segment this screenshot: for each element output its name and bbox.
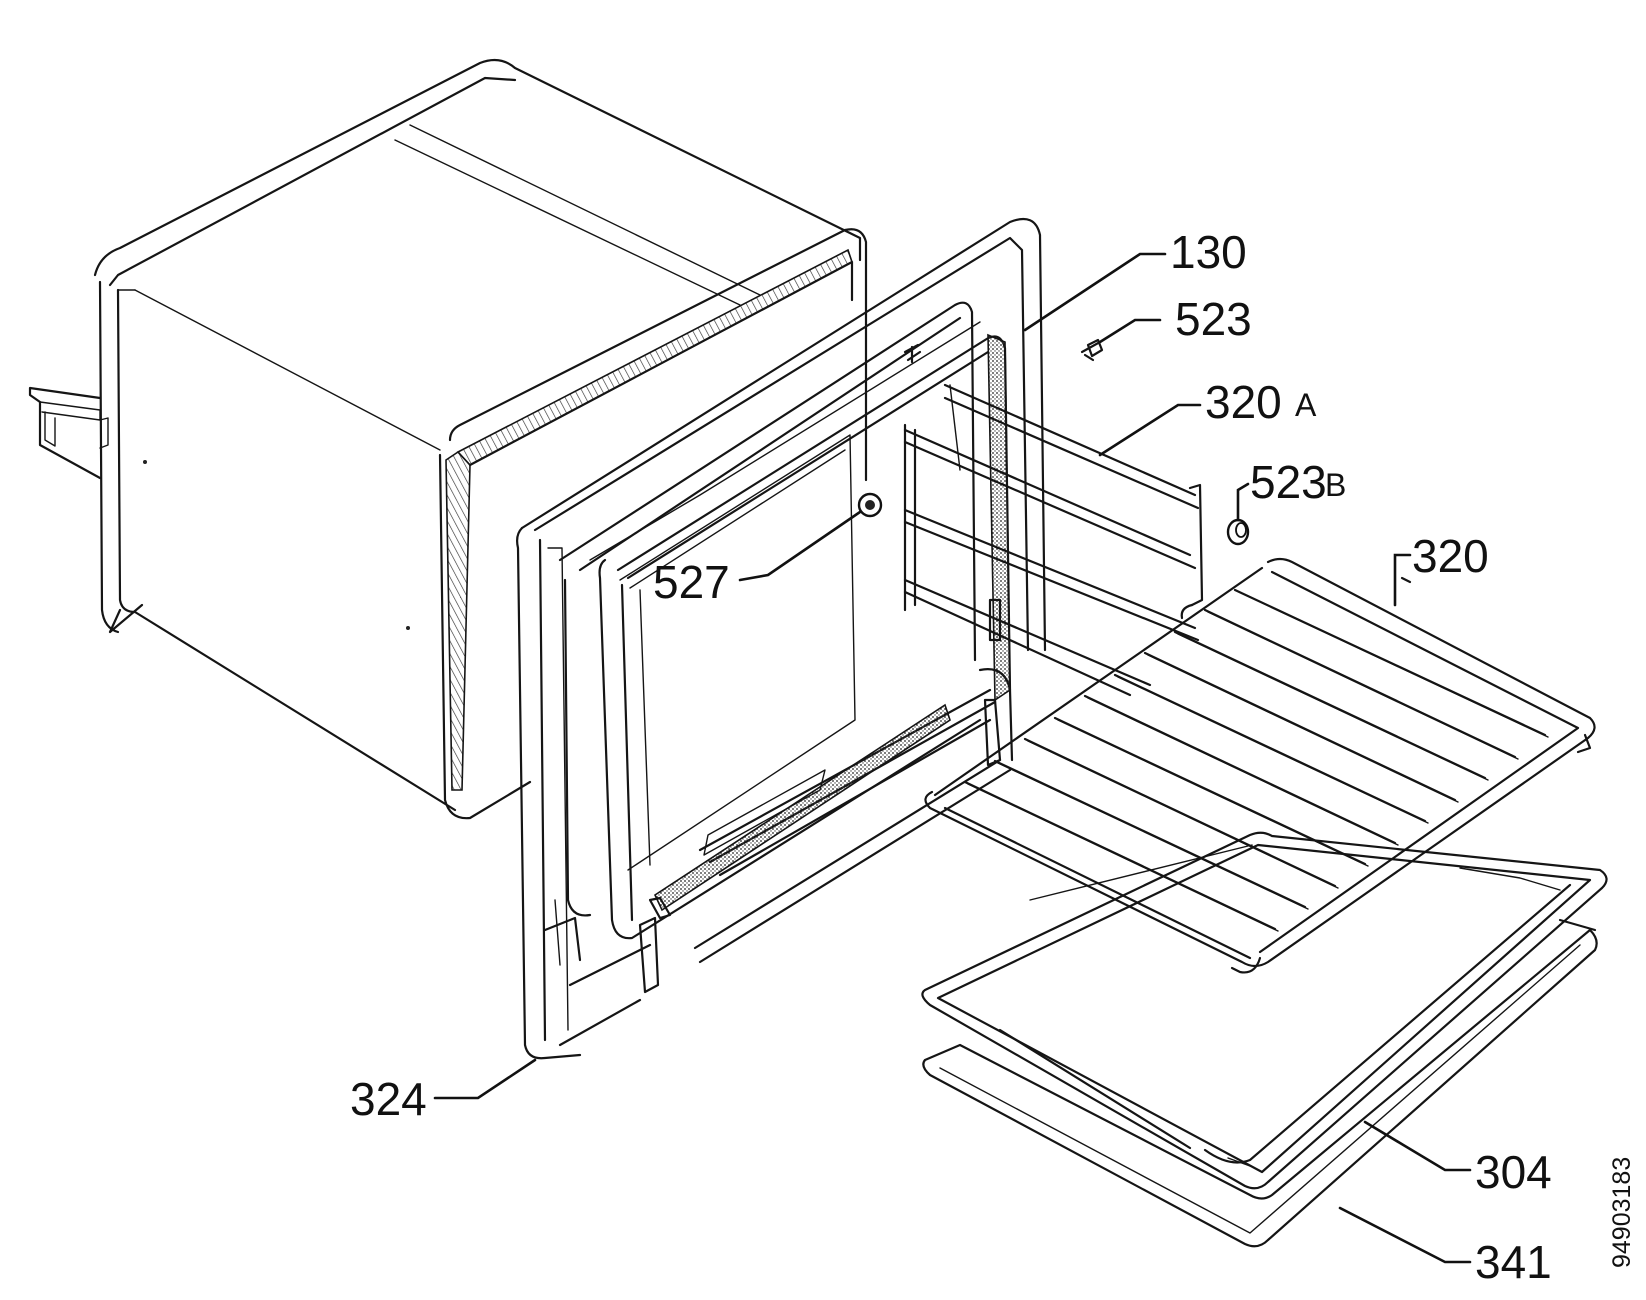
leader-320a [1098, 403, 1202, 457]
wire-shelf-320 [924, 557, 1596, 974]
leader-324 [433, 1058, 537, 1100]
label-320: 320 [1412, 530, 1489, 582]
label-130: 130 [1170, 226, 1247, 278]
leader-523b [1236, 482, 1250, 522]
label-304: 304 [1475, 1146, 1552, 1198]
label-523: 523 [1175, 293, 1252, 345]
leader-527 [738, 510, 862, 582]
leader-320 [1393, 553, 1412, 607]
drawing-reference-number: 94903183 [1608, 1157, 1636, 1268]
enamel-tray-341 [922, 918, 1598, 1248]
label-523b-suffix: B [1325, 467, 1346, 503]
grommet-523B [1226, 518, 1250, 546]
leader-304 [1363, 1120, 1472, 1172]
leader-523 [1098, 318, 1162, 344]
leader-130 [1023, 252, 1167, 332]
front-flange [438, 228, 868, 820]
outer-casing [28, 58, 862, 812]
screw-523 [1080, 338, 1104, 362]
label-527: 527 [653, 556, 730, 608]
shelf-support-320A [903, 383, 1204, 697]
baking-tray-304 [921, 831, 1608, 1190]
label-341: 341 [1475, 1236, 1552, 1288]
label-324: 324 [350, 1073, 427, 1125]
cavity-liner-324 [516, 217, 1047, 1060]
label-320a-suffix: A [1295, 387, 1317, 423]
leader-341 [1338, 1206, 1472, 1264]
label-320a-number: 320 [1205, 376, 1282, 428]
label-523b-number: 523 [1250, 456, 1327, 508]
callout-labels: 130 523 320 A 523 B 320 527 324 304 341 … [350, 226, 1636, 1288]
leader-lines [433, 252, 1472, 1264]
